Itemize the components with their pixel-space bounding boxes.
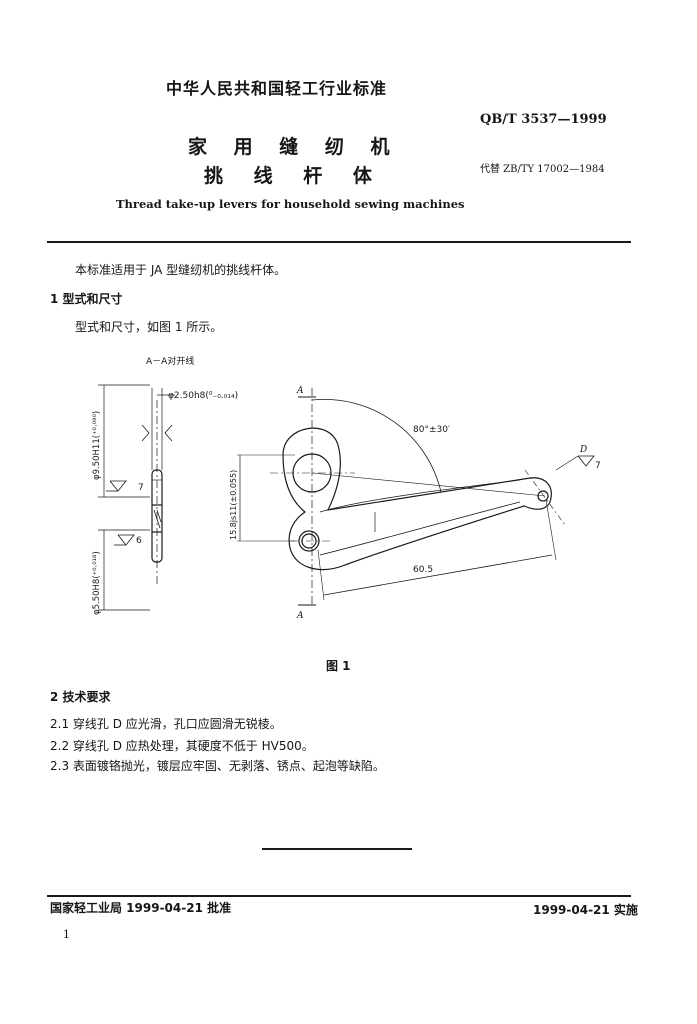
section-1-heading: 1 型式和尺寸 (50, 292, 123, 306)
section-label: A－A对开线 (146, 355, 194, 367)
thread-hole-d (537, 490, 549, 502)
label-a-top: A (296, 386, 304, 396)
dim-angle: 80°±30′ (413, 425, 450, 435)
angle-arc (311, 399, 442, 493)
lever-outline (282, 427, 552, 571)
section-2-heading: 2 技术要求 (50, 690, 111, 704)
dim-length: 60.5 (413, 565, 433, 575)
surface-mark-7-right: 7 (595, 461, 601, 471)
surface-mark-7-left: 7 (138, 483, 144, 493)
page-number: 1 (63, 928, 70, 941)
surface-mark-6-left: 6 (136, 536, 142, 546)
header-rule (47, 241, 631, 243)
approver: 国家轻工业局 1999-04-21 批准 (50, 901, 232, 915)
end-rule (262, 848, 412, 850)
title-line-1: 家 用 缝 纫 机 (188, 136, 400, 158)
figure-caption: 图 1 (326, 659, 351, 673)
dim-vertical: 15.8js11(±0.055) (229, 470, 238, 540)
intro-text: 本标准适用于 JA 型缝纫机的挑线杆体。 (75, 263, 287, 277)
dim-top-diameter: φ2.50h8(⁰₋₀.₀₁₄) (168, 391, 238, 401)
section-1-text: 型式和尺寸，如图 1 所示。 (75, 320, 223, 334)
implementation-date: 1999-04-21 实施 (533, 903, 638, 917)
requirement-2-1: 2.1 穿线孔 D 应光滑，孔口应圆滑无锐棱。 (50, 717, 282, 731)
standard-category: 中华人民共和国轻工行业标准 (166, 79, 388, 98)
replaces-note: 代替 ZB/TY 17002—1984 (480, 164, 605, 175)
requirement-2-2: 2.2 穿线孔 D 应热处理，其硬度不低于 HV500。 (50, 739, 314, 753)
title-line-2: 挑 线 杆 体 (204, 165, 384, 187)
requirement-2-3: 2.3 表面镀铬抛光，镀层应牢固、无剥落、锈点、起泡等缺陷。 (50, 759, 385, 773)
dim-left-bottom: φ5.50H8(⁺⁰·⁰¹⁸) (92, 551, 102, 615)
label-d: D (579, 445, 587, 455)
dim-left-top: φ9.50H11(⁺⁰·⁰⁹⁰) (92, 411, 102, 480)
standard-code: QB/T 3537—1999 (480, 112, 607, 127)
english-title: Thread take-up levers for household sewi… (116, 197, 465, 211)
label-a-bottom: A (296, 611, 304, 621)
footer-rule (47, 895, 631, 897)
